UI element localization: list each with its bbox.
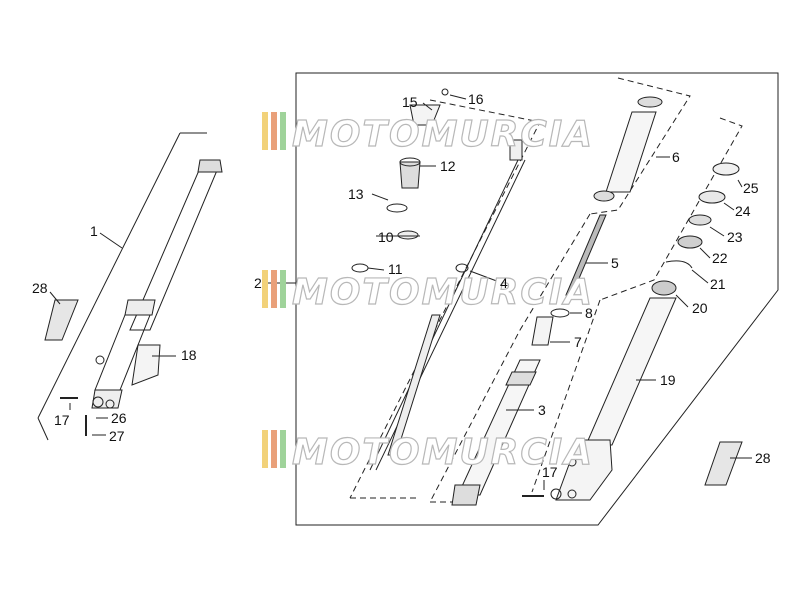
spring-part: [565, 214, 607, 296]
callout-label: 1: [90, 223, 98, 239]
clip-part: [665, 260, 693, 269]
seal-ring-part: [677, 235, 703, 249]
watermark-logo: MOTOMURCIA: [262, 430, 594, 474]
callout-label: 17: [54, 412, 70, 428]
svg-text:MOTOMURCIA: MOTOMURCIA: [292, 114, 594, 155]
top-cap-part: [399, 161, 421, 189]
callout-label: 12: [440, 158, 456, 174]
bracket-part: [704, 441, 743, 486]
slider-tube-part: [457, 359, 541, 496]
callout-label: 17: [542, 464, 558, 480]
callout-label: 2: [254, 275, 262, 291]
callout-label: 6: [672, 149, 680, 165]
leader-lines: [49, 94, 752, 490]
callout-label: 16: [468, 91, 484, 107]
callout-label: 8: [585, 305, 593, 321]
fork-leg-part: [585, 297, 677, 446]
callout-label: 24: [735, 203, 751, 219]
seal-ring-part: [712, 162, 740, 176]
callout-label: 11: [388, 261, 403, 277]
callout-label: 7: [574, 334, 582, 350]
outer-tube-group-outline: [589, 77, 691, 215]
svg-text:MOTOMURCIA: MOTOMURCIA: [292, 272, 594, 313]
left-fork-assembly: [37, 132, 223, 441]
callout-label: 23: [727, 229, 743, 245]
callout-label: 28: [755, 450, 771, 466]
callout-label: 26: [111, 410, 127, 426]
inner-tube-part: [605, 111, 657, 193]
exploded-view-frame: [295, 72, 779, 526]
callout-label: 4: [500, 275, 508, 291]
callout-label: 13: [348, 186, 364, 202]
callout-label: 20: [692, 300, 708, 316]
callout-label: 5: [611, 255, 619, 271]
leg-group-outline: [599, 117, 743, 301]
watermark-logo: MOTOMURCIA: [262, 112, 594, 156]
cartridge-group-outline: [349, 99, 541, 499]
part-callouts: 1 28 18 17 26 27 2 15 16 12 13 10 11 4 6…: [32, 91, 771, 480]
callout-label: 28: [32, 280, 48, 296]
spacer-part: [531, 316, 554, 346]
svg-text:MOTOMURCIA: MOTOMURCIA: [292, 432, 594, 473]
callout-label: 19: [660, 372, 676, 388]
watermark-logo: MOTOMURCIA: [262, 270, 594, 314]
seal-ring-part: [688, 214, 712, 226]
callout-label: 10: [378, 229, 394, 245]
seal-ring-part: [698, 190, 726, 204]
bracket-part: [44, 299, 79, 341]
damper-rod: [369, 159, 519, 471]
callout-label: 18: [181, 347, 197, 363]
callout-label: 21: [710, 276, 726, 292]
callout-label: 27: [109, 428, 125, 444]
callout-label: 15: [402, 94, 418, 110]
callout-label: 3: [538, 402, 546, 418]
callout-label: 22: [712, 250, 728, 266]
callout-label: 25: [743, 180, 759, 196]
